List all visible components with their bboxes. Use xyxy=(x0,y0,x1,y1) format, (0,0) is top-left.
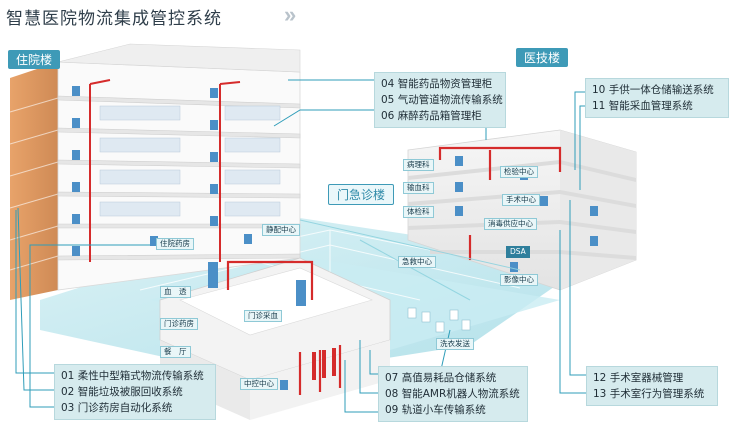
system-03: 03 门诊药房自动化系统 xyxy=(61,402,173,414)
medtech-building xyxy=(407,129,637,291)
tag-emergency: 门急诊楼 xyxy=(328,184,395,205)
room-restaurant: 餐 厅 xyxy=(160,346,191,358)
tag-inpatient: 住院楼 xyxy=(8,50,61,69)
system-01: 01 柔性中型箱式物流传输系统 xyxy=(61,370,204,382)
system-02: 02 智能垃圾被服回收系统 xyxy=(61,386,183,398)
room-sterile-supply: 消毒供应中心 xyxy=(484,218,537,230)
room-lab-center: 检验中心 xyxy=(500,166,538,178)
systems-box-10-11: 10 手供一体仓储输送系统 11 智能采血管理系统 xyxy=(585,78,729,118)
systems-box-07-09: 07 高值易耗品仓储系统 08 智能AMR机器人物流系统 09 轨道小车传输系统 xyxy=(378,366,528,422)
chevron-icon: » xyxy=(284,2,296,27)
page-title: 智慧医院物流集成管控系统 xyxy=(6,9,222,29)
room-imaging-center: 影像中心 xyxy=(500,274,538,286)
system-05: 05 气动管道物流传输系统 xyxy=(381,94,503,106)
system-06: 06 麻醉药品箱管理柜 xyxy=(381,110,482,122)
room-dsa: DSA xyxy=(506,246,530,258)
room-transfusion: 输血科 xyxy=(403,182,434,194)
system-12: 12 手术室器械管理 xyxy=(593,372,684,384)
system-07: 07 高值易耗品仓储系统 xyxy=(385,372,497,384)
room-outpatient-pharmacy: 门诊药房 xyxy=(160,318,198,330)
system-04: 04 智能药品物资管理柜 xyxy=(381,78,493,90)
room-emergency-center: 急救中心 xyxy=(398,256,436,268)
room-outpatient-blood: 门诊采血 xyxy=(244,310,282,322)
tag-medtech: 医技楼 xyxy=(516,48,569,67)
room-control-center: 中控中心 xyxy=(240,378,278,390)
system-10: 10 手供一体仓储输送系统 xyxy=(592,84,714,96)
room-physical-exam: 体检科 xyxy=(403,206,434,218)
room-pathology: 病理科 xyxy=(403,159,434,171)
room-laundry: 洗衣发送 xyxy=(436,338,474,350)
room-surgery-center: 手术中心 xyxy=(502,194,540,206)
room-inpatient-pharmacy: 住院药房 xyxy=(156,238,194,250)
systems-box-04-06: 04 智能药品物资管理柜 05 气动管道物流传输系统 06 麻醉药品箱管理柜 xyxy=(374,72,506,128)
system-09: 09 轨道小车传输系统 xyxy=(385,404,486,416)
systems-box-01-03: 01 柔性中型箱式物流传输系统 02 智能垃圾被服回收系统 03 门诊药房自动化… xyxy=(54,364,216,420)
room-dispensing-center: 静配中心 xyxy=(262,224,300,236)
system-11: 11 智能采血管理系统 xyxy=(592,100,693,112)
system-13: 13 手术室行为管理系统 xyxy=(593,388,705,400)
inpatient-building xyxy=(9,43,301,300)
systems-box-12-13: 12 手术室器械管理 13 手术室行为管理系统 xyxy=(586,366,718,406)
emergency-building xyxy=(159,219,521,420)
room-dialysis: 血 透 xyxy=(160,286,191,298)
system-08: 08 智能AMR机器人物流系统 xyxy=(385,388,520,400)
